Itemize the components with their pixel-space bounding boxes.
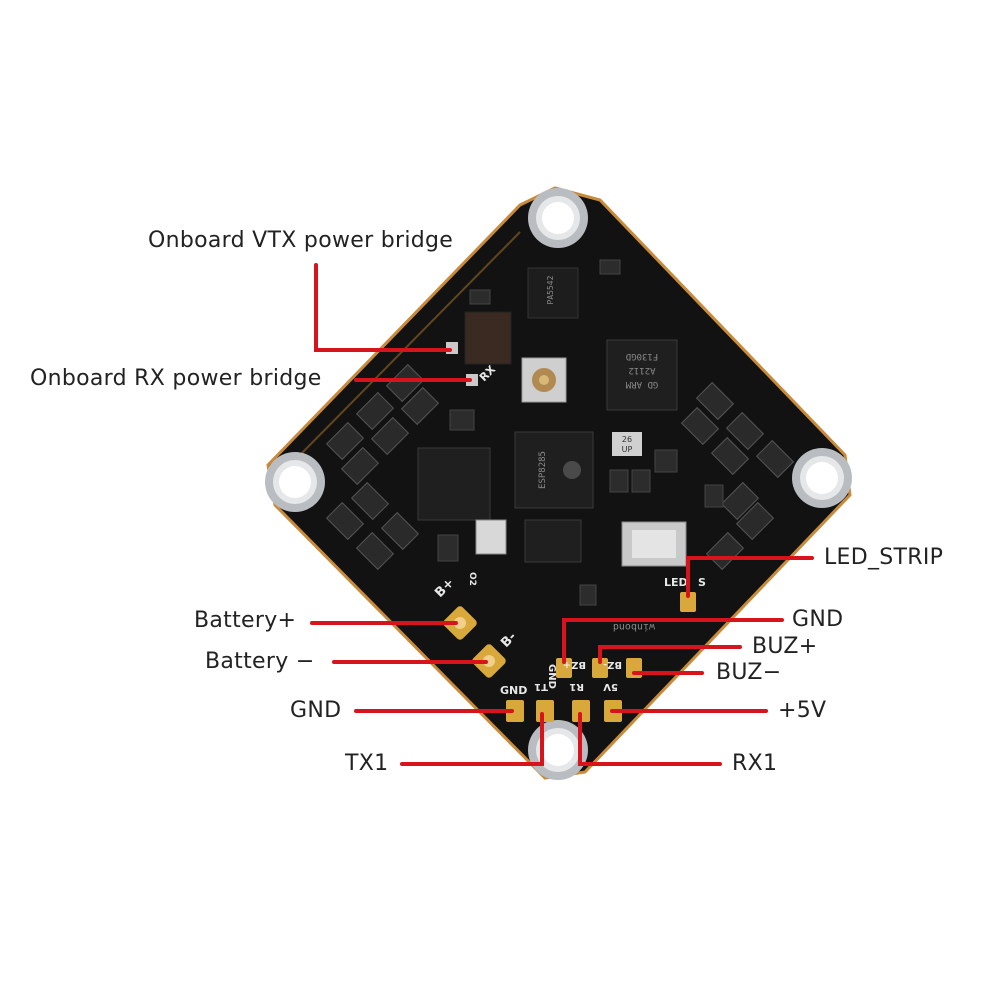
vtx-pa-chip: PA5542: [527, 267, 579, 319]
silk-gnd-bottom: GND: [500, 684, 527, 697]
pa-chip-marking: PA5542: [546, 275, 555, 304]
mcu-marking-1: GD ARM: [625, 379, 658, 389]
label-gnd-top: GND: [792, 607, 844, 632]
pad-gnd-upper: [556, 658, 572, 678]
esp-marking: ESP8285: [538, 451, 548, 489]
label-battery-plus: Battery+: [194, 608, 297, 633]
stamp-marking-2: UP: [622, 445, 633, 454]
silk-bz-plus: BZ+: [563, 659, 586, 670]
callout-line-tx1: [400, 712, 544, 766]
silk-5v: 5V: [603, 681, 618, 692]
esc-mosfets-right-bottom: [705, 481, 775, 571]
callout-line-gnd-top: [562, 618, 784, 664]
callout-line-rx1: [578, 712, 722, 766]
antenna-ufl-connector: [521, 357, 567, 403]
winbond-marking: winbond: [613, 621, 655, 632]
esc-mosfets-right-top: [680, 381, 795, 479]
label-rx-power-bridge: Onboard RX power bridge: [30, 366, 322, 391]
mounting-hole-left: [265, 452, 325, 512]
pad-led-strip: [680, 592, 696, 612]
mounting-hole-right: [792, 448, 852, 508]
label-5v: +5V: [778, 698, 827, 723]
pad-tx1: [536, 700, 554, 722]
silk-led: LED: [664, 576, 688, 589]
silk-t1: T1: [534, 681, 548, 692]
mcu-marking-2: A2112: [628, 365, 655, 375]
silk-bz-minus: BZ-: [603, 659, 622, 670]
label-battery-minus: Battery −: [205, 649, 315, 674]
label-gnd-bottom: GND: [290, 698, 342, 723]
capacitor-silver: [621, 521, 687, 567]
small-components: [437, 259, 724, 606]
crystal: [475, 519, 507, 555]
mcu-marking-3: F130GD: [626, 351, 659, 361]
silk-s: S: [698, 576, 706, 589]
silk-o2: O2: [467, 572, 477, 586]
silk-gnd-vertical: GND: [546, 664, 557, 689]
esc-mosfets-left-bottom: [325, 481, 420, 571]
flash-chip: [524, 519, 582, 563]
callout-line-led-strip: [686, 556, 814, 598]
label-buz-plus: BUZ+: [752, 634, 818, 659]
label-tx1: TX1: [345, 751, 389, 776]
mounting-hole-top: [528, 188, 588, 248]
esc-driver-chip: [417, 447, 491, 521]
callout-line-buz-plus: [598, 645, 742, 664]
mcu-chip: GD ARM A2112 F130GD: [606, 339, 678, 411]
label-vtx-power-bridge: Onboard VTX power bridge: [148, 228, 454, 253]
callout-line-vtx-bridge: [314, 263, 452, 352]
silk-r1: R1: [569, 681, 584, 692]
label-buz-minus: BUZ−: [716, 660, 782, 685]
inductor: [464, 311, 512, 365]
pad-bz-plus: [592, 658, 608, 678]
callout-lines: [310, 263, 814, 766]
pad-rx1: [572, 700, 590, 722]
label-led-strip: LED_STRIP: [824, 545, 944, 570]
esc-mosfets-left-top: [325, 363, 440, 486]
stamp-component: 26 UP: [612, 432, 642, 456]
stamp-marking: 26: [622, 435, 632, 444]
pad-gnd: [506, 700, 524, 722]
esp-receiver-chip: ESP8285: [514, 431, 594, 509]
label-rx1: RX1: [732, 751, 778, 776]
pad-battery-plus: [443, 606, 477, 640]
